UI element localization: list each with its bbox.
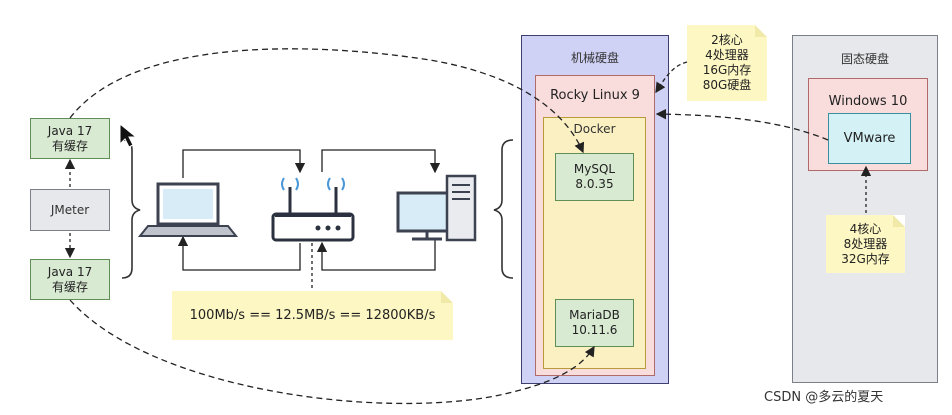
mariadb-name: MariaDB xyxy=(569,308,620,322)
mariadb-box: MariaDB 10.11.6 xyxy=(555,299,634,347)
mysql-box: MySQL 8.0.35 xyxy=(555,153,634,201)
java-client-bottom-cache: 有缓存 xyxy=(51,279,88,294)
host-spec-note: 4核心 8处理器 32G内存 xyxy=(826,215,905,273)
hdd-panel-title: 机械硬盘 xyxy=(570,50,619,65)
arc-to-mariadb xyxy=(69,299,595,405)
desktop-computer-icon xyxy=(396,174,477,242)
vm-note-fold xyxy=(755,25,767,37)
network-speed-note: 100Mb/s == 12.5MB/s == 12800KB/s xyxy=(172,291,453,340)
laptop-icon xyxy=(137,182,239,237)
windows-label: Windows 10 xyxy=(828,93,908,109)
ssd-panel-title: 固态硬盘 xyxy=(840,51,889,66)
docker-label: Docker xyxy=(573,122,616,136)
vm-spec-threads: 4处理器 xyxy=(705,48,749,62)
java-client-top: Java 17 有缓存 xyxy=(30,118,110,159)
host-note-fold xyxy=(893,215,905,227)
vm-spec-cores: 2核心 xyxy=(711,33,743,47)
host-spec-memory: 32G内存 xyxy=(841,251,890,266)
jmeter-box: JMeter xyxy=(30,189,110,231)
mouse-cursor-icon xyxy=(119,122,138,148)
watermark: CSDN @多云的夏天 xyxy=(764,390,884,405)
right-bracket xyxy=(493,139,514,279)
java-client-top-version: Java 17 xyxy=(47,123,93,138)
left-bracket xyxy=(121,139,141,279)
network-note-fold xyxy=(441,291,453,303)
mariadb-version: 10.11.6 xyxy=(571,323,618,337)
vmware-box: VMware xyxy=(828,113,911,164)
vm-spec-note: 2核心 4处理器 16G内存 80G硬盘 xyxy=(687,25,767,101)
java-client-top-cache: 有缓存 xyxy=(51,138,88,153)
mysql-name: MySQL xyxy=(573,162,616,176)
java-client-bottom: Java 17 有缓存 xyxy=(30,259,110,300)
vm-spec-memory: 16G内存 xyxy=(702,63,752,77)
rocky-linux-label: Rocky Linux 9 xyxy=(550,87,640,103)
java-client-bottom-version: Java 17 xyxy=(47,264,93,279)
router-icon xyxy=(271,177,355,242)
host-spec-threads: 8处理器 xyxy=(843,236,888,251)
mysql-version: 8.0.35 xyxy=(575,177,614,191)
arc-to-mysql xyxy=(69,48,585,154)
vm-spec-disk: 80G硬盘 xyxy=(702,78,752,92)
host-spec-cores: 4核心 xyxy=(849,221,882,236)
